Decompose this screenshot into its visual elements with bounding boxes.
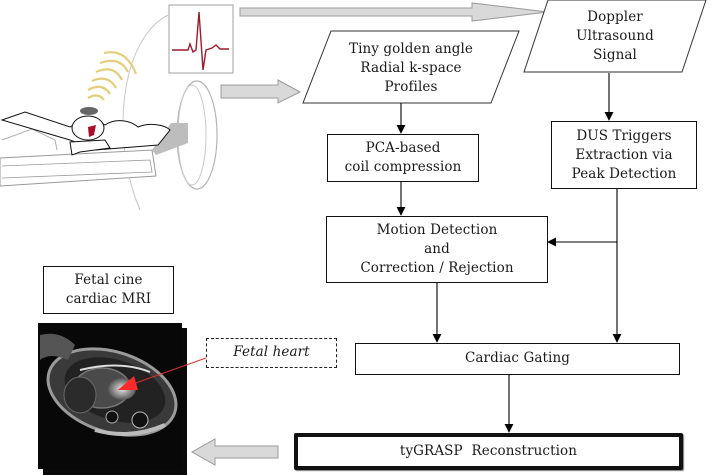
dus-node: DUS Triggers Extraction via Peak Detecti… [551, 121, 697, 189]
kspace-node: Tiny golden angle Radial k-space Profile… [336, 40, 486, 97]
block-arrow-recon-to-image [190, 438, 279, 466]
scanner-bore-arc [122, 14, 169, 211]
kspace-node-shape [302, 30, 520, 104]
ultrasound-probe [80, 107, 98, 115]
scanner-bed [0, 149, 157, 187]
fetal-cardiac-mri-image [38, 323, 187, 475]
ecg-illustration [168, 4, 234, 74]
bed-stripe [1, 159, 153, 179]
mri-spot-3 [131, 411, 149, 429]
ecg-waveform-icon [172, 11, 229, 71]
motion-line-2: and [424, 241, 450, 257]
output-line-2: cardiac MRI [65, 291, 152, 307]
output-node: Fetal cine cardiac MRI [43, 266, 174, 314]
patient-arm [69, 139, 111, 156]
gating-node: Cardiac Gating [355, 343, 680, 375]
doppler-node-shape [523, 0, 707, 73]
recon-node: tyGRASP Reconstruction [294, 433, 683, 470]
motion-line-3: Correction / Rejection [360, 260, 514, 276]
pca-line-2: coil compression [344, 159, 462, 175]
motion-node: Motion Detection and Correction / Reject… [326, 216, 548, 283]
bed-headrest [1, 128, 58, 151]
scanner-illustration [0, 14, 218, 211]
kspace-line-1: Tiny golden angle [348, 41, 474, 57]
kspace-line-2: Radial k-space [360, 60, 462, 76]
mri-bright-bottom [94, 423, 166, 436]
mri-left-tissue [40, 333, 75, 360]
mri-spot-1 [63, 376, 97, 414]
pca-line-1: PCA-based [365, 140, 441, 156]
doppler-node: Doppler Ultrasound Signal [560, 8, 670, 65]
mri-spot-2 [105, 410, 119, 424]
dus-line-3: Peak Detection [571, 166, 677, 182]
dus-line-2: Extraction via [575, 147, 673, 163]
mri-bright-band [79, 364, 151, 373]
output-line-1: Fetal cine [74, 272, 143, 288]
doppler-line-2: Ultrasound [576, 28, 654, 44]
motion-line-1: Motion Detection [376, 222, 498, 238]
body-coil [152, 123, 188, 155]
dus-line-1: DUS Triggers [576, 128, 672, 144]
patient-head [71, 115, 105, 141]
fetal-heart-pointer-head [118, 376, 138, 390]
pca-node: PCA-based coil compression [327, 134, 479, 182]
fetal-heart-label: Fetal heart [233, 344, 310, 360]
kspace-line-3: Profiles [384, 79, 438, 95]
fetal-heart-annotation: Fetal heart [206, 338, 337, 368]
fetal-heart-pointer-line [129, 357, 207, 386]
gating-label: Cardiac Gating [464, 350, 570, 366]
connectors [396, 73, 622, 433]
block-arrow-scanner-to-kspace [220, 79, 302, 104]
patient-mouth [88, 125, 96, 137]
doppler-line-1: Doppler [587, 9, 643, 25]
block-arrow-ecg-to-doppler [239, 2, 549, 22]
recon-label: tyGRASP Reconstruction [399, 443, 578, 459]
doppler-line-3: Signal [593, 47, 637, 63]
ultrasound-waves [87, 51, 138, 101]
